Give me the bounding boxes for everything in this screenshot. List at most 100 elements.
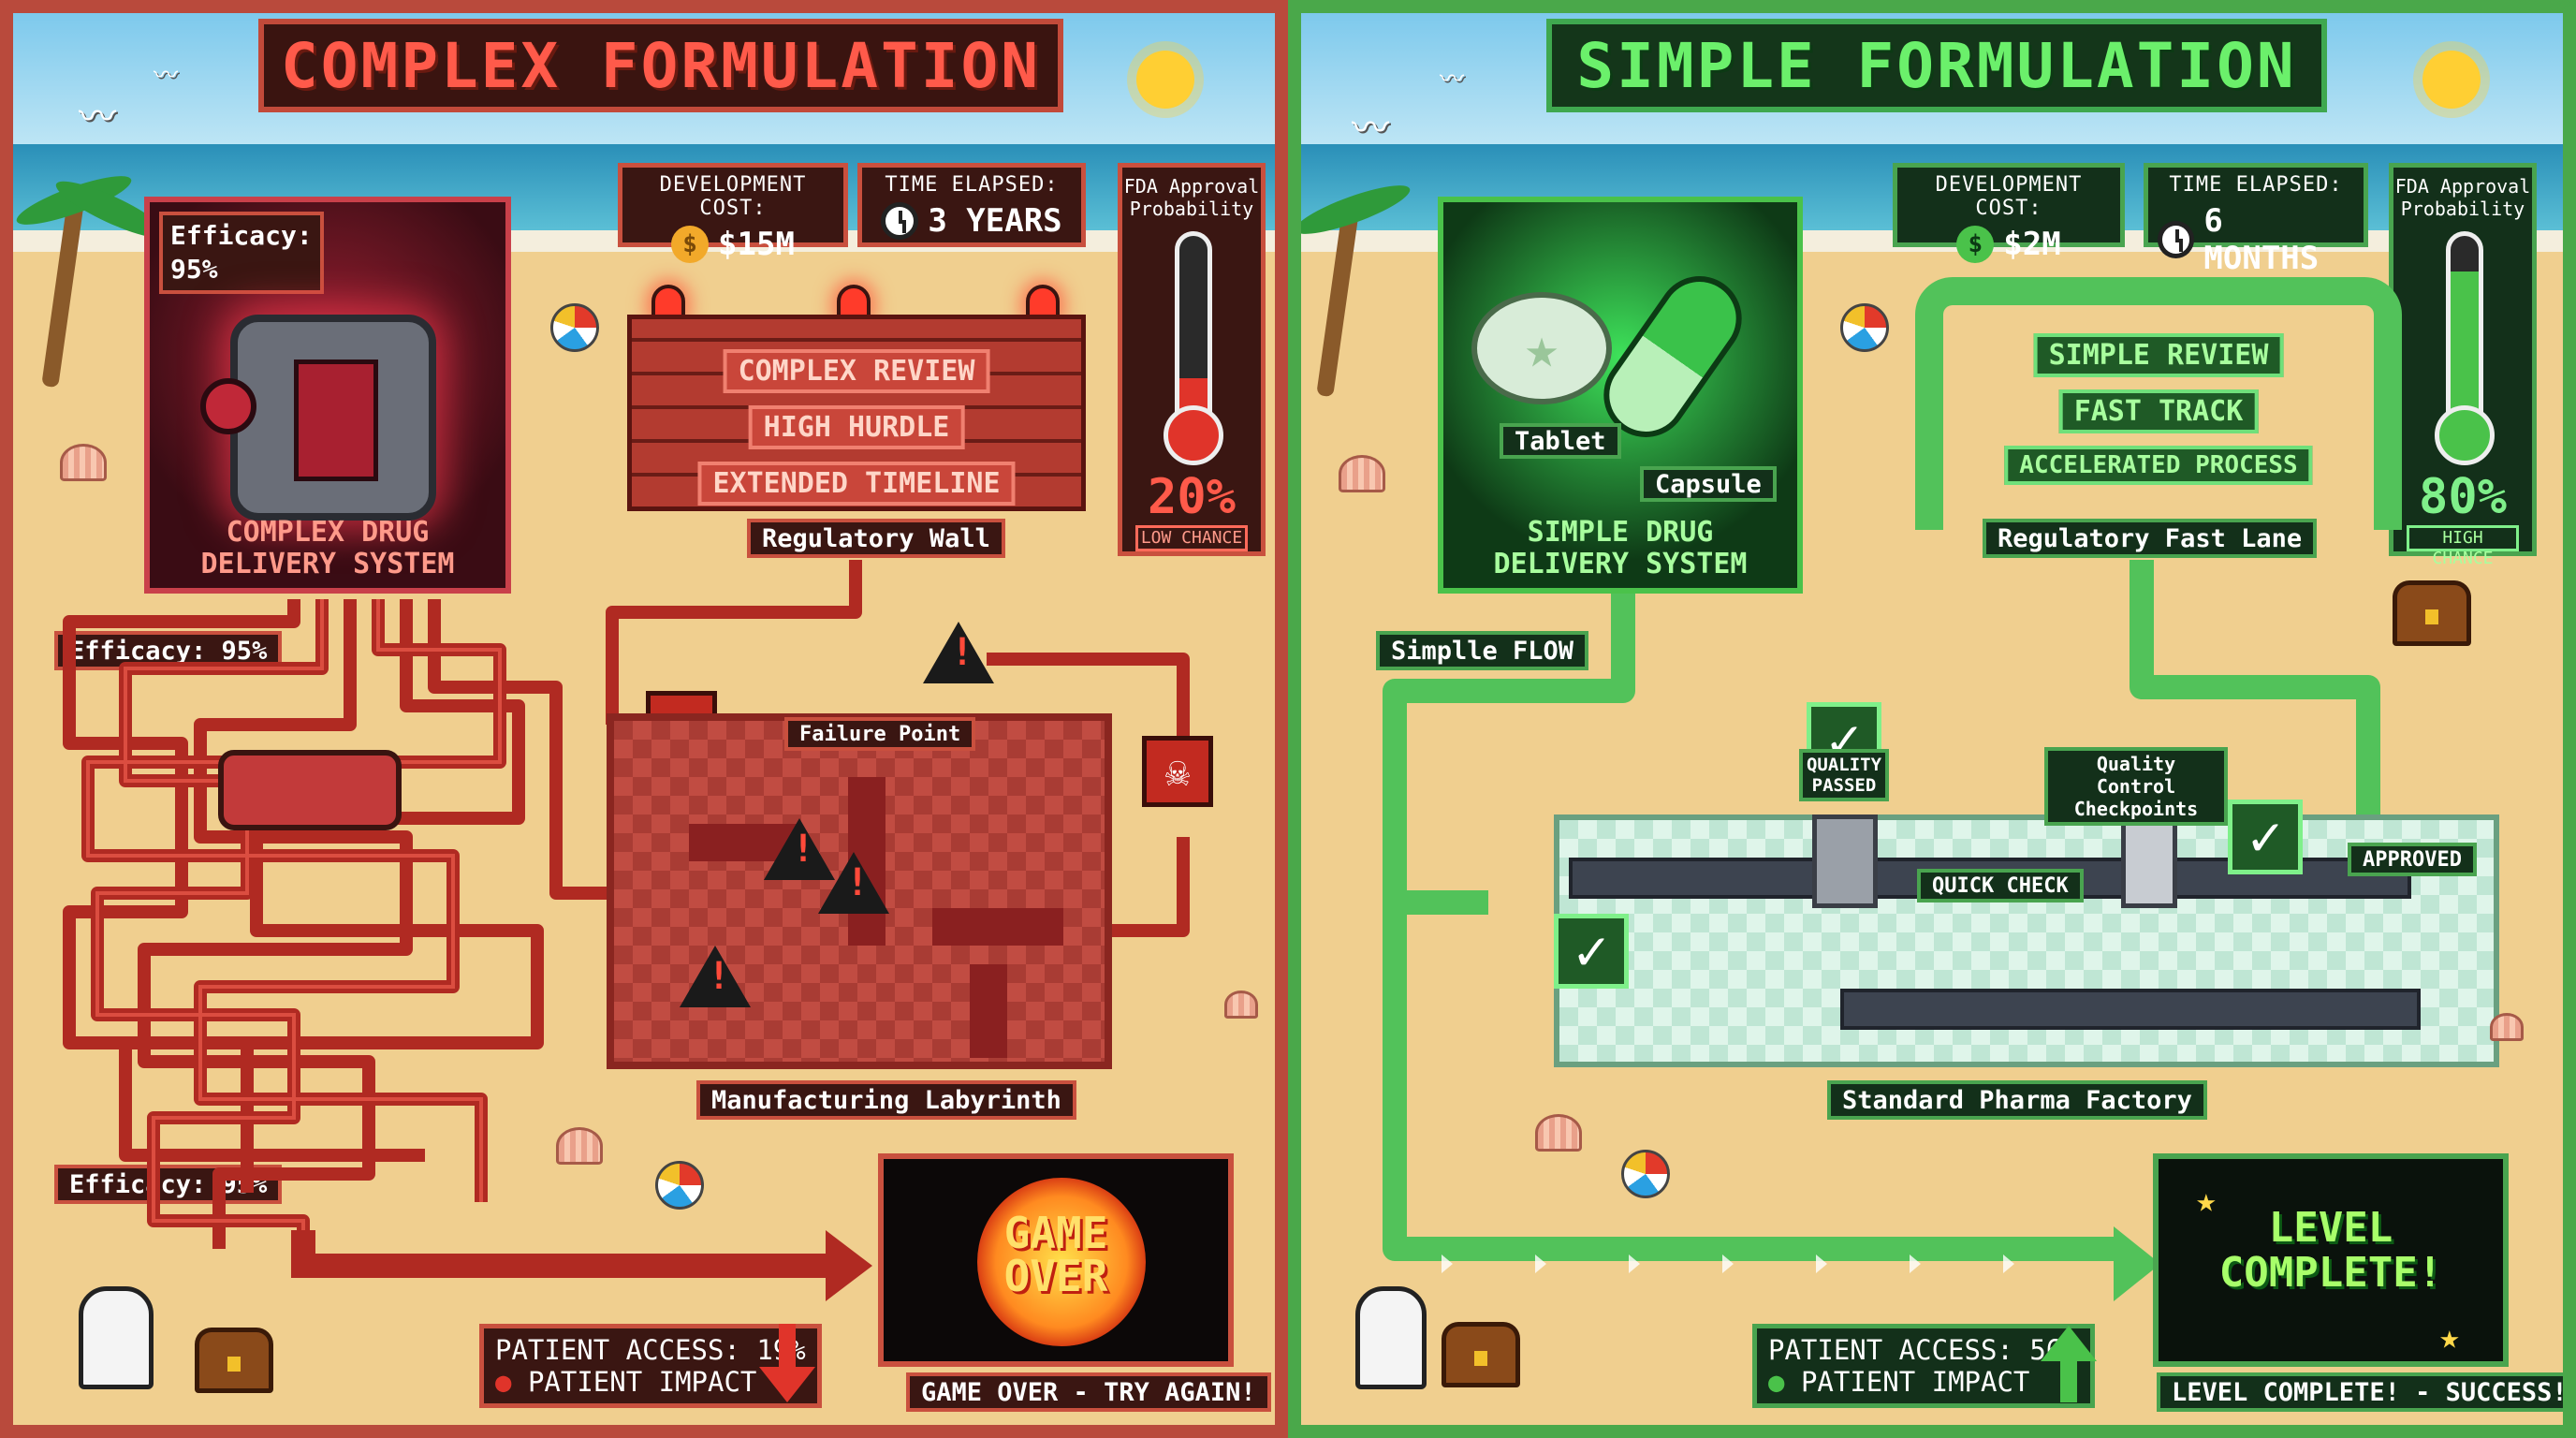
arrow-down-icon — [779, 1324, 796, 1371]
panel-title: COMPLEX FORMULATION — [258, 19, 1063, 112]
seashell-icon — [556, 1127, 603, 1165]
development-cost-label: DEVELOPMENT COST: — [1935, 173, 2083, 220]
arch-sign: ACCELERATED PROCESS — [2004, 446, 2313, 485]
explosion-icon — [977, 1178, 1146, 1346]
development-cost-value: $2M — [2003, 226, 2061, 263]
beach-ball-icon — [1621, 1150, 1670, 1198]
failure-point-label: Failure Point — [784, 717, 976, 751]
check-icon: ✓ — [2228, 800, 2303, 874]
gear-icon — [200, 378, 256, 434]
treasure-chest-icon — [195, 1328, 273, 1393]
star-icon: ★ — [2196, 1181, 2217, 1220]
seashell-icon — [2490, 1013, 2524, 1041]
level-complete-screen: LEVEL COMPLETE! ★ ★ — [2153, 1153, 2509, 1367]
game-over-screen: GAME OVER — [878, 1153, 1234, 1367]
time-elapsed-value: 3 YEARS — [928, 202, 1062, 240]
regulatory-fast-lane-arch: SIMPLE REVIEW FAST TRACK ACCELERATED PRO… — [1915, 277, 2402, 530]
pipe-path — [2130, 560, 2380, 837]
arch-sign: FAST TRACK — [2058, 389, 2259, 433]
pipe-path — [63, 599, 300, 1193]
siren-icon — [1026, 285, 1060, 318]
beach-ball-icon — [1840, 303, 1889, 352]
tablet-label: Tablet — [1500, 423, 1621, 459]
thermometer-bulb — [2435, 405, 2495, 465]
tablet-icon: ★ — [1471, 292, 1612, 404]
seashell-icon — [1535, 1114, 1582, 1152]
panel-title: SIMPLE FORMULATION — [1546, 19, 2327, 112]
treasure-chest-icon — [1442, 1322, 1520, 1387]
device-label: COMPLEX DRUG DELIVERY SYSTEM — [200, 516, 455, 580]
treasure-chest-icon — [2393, 580, 2471, 646]
wall-sign: COMPLEX REVIEW — [723, 349, 990, 393]
regulatory-fast-lane-label: Regulatory Fast Lane — [1983, 519, 2318, 558]
chance-badge: LOW CHANCE — [1135, 525, 1248, 551]
seashell-icon — [1339, 455, 1385, 492]
inspection-station — [1812, 814, 1878, 908]
time-elapsed-card: TIME ELAPSED: 3 YEARS — [857, 163, 1086, 247]
arrow-down-head — [759, 1367, 815, 1402]
wall-sign: HIGH HURDLE — [748, 405, 965, 449]
pipe-path — [119, 599, 544, 1162]
tangled-pipes — [63, 560, 1190, 1301]
pipe-path — [1383, 594, 2115, 1261]
seagull-icon: 〰 — [154, 62, 179, 90]
manufacturing-labyrinth — [607, 713, 1112, 1069]
regulatory-wall: COMPLEX REVIEW HIGH HURDLE EXTENDED TIME… — [627, 315, 1086, 511]
patient-access-value: PATIENT ACCESS: 56% — [1768, 1334, 2079, 1366]
person-icon: ● — [1768, 1366, 1785, 1398]
star-icon: ★ — [2439, 1318, 2460, 1357]
chance-badge: HIGH CHANCE — [2407, 525, 2519, 568]
device-label: SIMPLE DRUG DELIVERY SYSTEM — [1493, 516, 1748, 580]
patient-access-value: PATIENT ACCESS: 19% — [495, 1334, 806, 1366]
complex-drug-device: Efficacy: 95% COMPLEX DRUG DELIVERY SYST… — [144, 197, 511, 594]
exit-arrow-head — [2114, 1226, 2160, 1301]
beach-ball-icon — [655, 1161, 704, 1210]
fda-approval-label: FDA Approval Probability — [1123, 175, 1260, 220]
core-chamber — [294, 360, 378, 481]
development-cost-label: DEVELOPMENT COST: — [659, 173, 807, 220]
patient-access-card: PATIENT ACCESS: 56% ● PATIENT IMPACT — [1752, 1324, 2095, 1408]
coin-icon: $ — [1956, 226, 1995, 263]
sun-icon — [1136, 51, 1194, 109]
simple-flow-tag: Simplle FLOW — [1376, 631, 1589, 670]
beach-ball-icon — [550, 303, 599, 352]
machine-icon — [200, 315, 436, 521]
approved-label: APPROVED — [2348, 843, 2477, 876]
maze-wall — [970, 964, 1007, 1058]
device-efficacy-label: Efficacy: — [170, 220, 313, 251]
check-icon: ✓ — [1554, 914, 1629, 989]
development-cost-card: DEVELOPMENT COST: $$2M — [1893, 163, 2125, 263]
warning-icon — [680, 946, 751, 1007]
simple-drug-device: ★ Tablet Capsule SIMPLE DRUG DELIVERY SY… — [1438, 197, 1803, 594]
siren-icon — [837, 285, 871, 318]
exit-arrow-shaft — [291, 1230, 837, 1278]
fda-approval-label: FDA Approval Probability — [2394, 175, 2531, 220]
time-elapsed-label: TIME ELAPSED: — [2169, 173, 2343, 197]
skull-icon: ☠ — [1142, 736, 1213, 807]
quality-passed-label: QUALITY PASSED — [1799, 749, 1889, 801]
clock-icon — [881, 202, 919, 240]
labyrinth-label: Manufacturing Labyrinth — [696, 1080, 1076, 1120]
device-efficacy-badge: Efficacy: 95% — [159, 212, 324, 294]
seagull-icon: 〰 — [1352, 107, 1389, 150]
time-elapsed-value: 6 MONTHS — [2203, 202, 2320, 277]
reactor-tank — [218, 750, 402, 830]
flow-arrows — [1442, 1255, 2014, 1273]
quality-control-label: Quality Control Checkpoints — [2044, 747, 2228, 826]
game-over-label[interactable]: GAME OVER - TRY AGAIN! — [906, 1372, 1271, 1412]
coin-icon: $ — [671, 226, 710, 263]
seashell-icon — [60, 444, 107, 481]
scientist-icon — [79, 1286, 154, 1389]
device-efficacy-value: 95% — [170, 254, 218, 285]
clock-icon — [2158, 221, 2195, 258]
warning-icon — [818, 852, 889, 914]
level-complete-label[interactable]: LEVEL COMPLETE! - SUCCESS! — [2157, 1372, 2563, 1412]
fda-approval-value: 80% — [2419, 469, 2507, 525]
warning-icon — [764, 818, 835, 880]
pipe-path — [138, 599, 413, 1249]
pipe-path — [428, 599, 612, 900]
arch-sign: SIMPLE REVIEW — [2033, 333, 2284, 377]
patient-impact-label: PATIENT IMPACT — [527, 1366, 757, 1398]
person-icon: ● — [495, 1366, 512, 1398]
seagull-icon: 〰 — [1440, 66, 1465, 94]
